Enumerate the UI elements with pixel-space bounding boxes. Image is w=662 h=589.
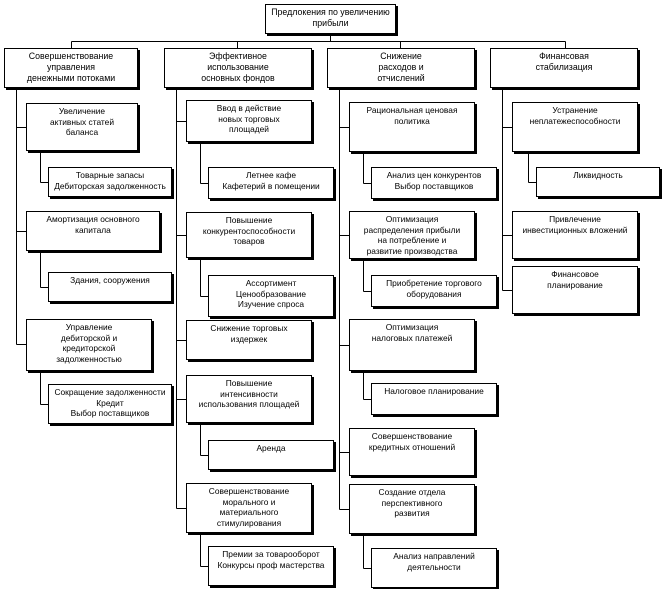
item-depreciation: Амортизация основного капитала [26,211,160,251]
sub-item-inventory: Товарные запасы Дебиторская задолженност… [48,167,172,197]
sub-item-competitor-prices: Анализ цен конкурентов Выбор поставщиков [371,167,497,199]
sub-item-rent: Аренда [208,440,334,470]
item-profit-distribution: Оптимизация распределения прибыли на пот… [349,211,475,259]
item-receivables: Управление дебиторской и кредиторской за… [26,319,152,371]
sub-item-assortment: Ассортимент Ценообразование Изучение спр… [208,275,334,317]
item-insolvency: Устранение неплатежеспособности [512,102,638,152]
item-credit-relations: Совершенствование кредитных отношений [349,428,475,476]
sub-item-equipment: Приобретение торгового оборудования [371,275,497,307]
item-tax-payments: Оптимизация налоговых платежей [349,319,475,371]
sub-item-bonuses: Премии за товарооборот Конкурсы проф мас… [208,546,334,586]
column-title-cash-flow: Совершенствование управления денежными п… [4,48,138,88]
item-competitiveness: Повышение конкурентоспособности товаров [186,212,312,258]
root-box: Предлокения по увеличению прибыли [265,4,396,34]
column-title-financial: Финансовая стабилизация [490,48,638,88]
column-title-expenses: Снижение расходов и отчислений [327,48,475,88]
column-title-fixed-assets: Эффективное использование основных фондо… [164,48,312,88]
item-investments: Привлечение инвестиционных вложений [512,211,638,259]
sub-item-buildings: Здания, сооружения [48,272,172,302]
item-cost-reduction: Снижение торговых издержек [186,320,312,360]
item-new-areas: Ввод в действие новых торговых площадей [186,100,312,142]
sub-item-liquidity: Ликвидность [536,167,660,197]
item-development-dept: Создание отдела перспективного развития [349,484,475,534]
sub-item-tax-planning: Налоговое планирование [371,383,497,415]
item-motivation: Совершенствование морального и материаль… [186,483,312,533]
sub-item-direction-analysis: Анализ направлений деятельности [371,548,497,588]
item-pricing-policy: Рациональная ценовая политика [349,102,475,152]
item-area-intensity: Повышение интенсивности использования пл… [186,375,312,423]
item-financial-planning: Финансовое планирование [512,266,638,314]
item-active-balance: Увеличение активных статей баланса [26,103,138,151]
sub-item-debt-reduction: Сокращение задолженности Кредит Выбор по… [48,384,172,424]
sub-item-cafe: Летнее кафе Кафетерий в помещении [208,167,334,199]
